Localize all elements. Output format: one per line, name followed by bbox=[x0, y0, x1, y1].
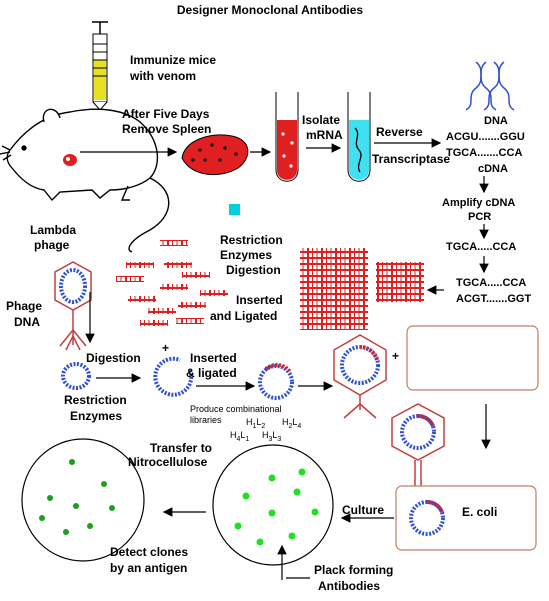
cdna-fragments-right bbox=[376, 262, 424, 302]
svg-text:H2L4: H2L4 bbox=[282, 417, 301, 430]
inserted-b-label-1: Inserted bbox=[190, 351, 237, 365]
lambda-phage-icon bbox=[54, 261, 92, 351]
restriction-b-label-2: Enzymes bbox=[70, 409, 122, 423]
restriction-label-2: Enzymes bbox=[220, 248, 272, 262]
transcriptase-label: Transcriptase bbox=[372, 152, 450, 166]
mouse-icon bbox=[0, 108, 170, 253]
plack-label-1: Plack forming bbox=[314, 563, 393, 577]
produce-label-2: libraries bbox=[190, 415, 222, 425]
culture-label: Culture bbox=[342, 503, 384, 517]
restriction-label-1: Restriction bbox=[220, 233, 283, 247]
cdna-label: cDNA bbox=[478, 163, 508, 175]
svg-text:H1L2: H1L2 bbox=[246, 417, 265, 430]
ds-seq-line-2: ACGT.......GGT bbox=[456, 293, 531, 305]
inserted-label-2: and Ligated bbox=[210, 309, 277, 323]
recombinant-plasmid-icon bbox=[258, 362, 294, 400]
amplify-label: Amplify cDNA bbox=[442, 197, 515, 209]
cdna-tube-icon bbox=[347, 92, 371, 182]
phage-dna-label-1: Phage bbox=[6, 299, 42, 313]
spleen-incision-icon bbox=[63, 154, 77, 166]
cdna-fragments-stack bbox=[300, 248, 368, 330]
immunize-label: Immunize mice bbox=[130, 53, 216, 67]
empty-culture-box bbox=[406, 325, 539, 391]
cyan-marker bbox=[229, 204, 240, 215]
transfer-label-1: Transfer to bbox=[150, 441, 212, 455]
rna-seq-line-2: TGCA.......CCA bbox=[446, 147, 522, 159]
diagram-title: Designer Monoclonal Antibodies bbox=[177, 3, 364, 17]
remove-spleen-label: Remove Spleen bbox=[122, 122, 211, 136]
dna-helix-icon bbox=[465, 61, 515, 111]
plaque-plate-icon bbox=[212, 444, 334, 566]
recombinant-phage-icon bbox=[333, 334, 387, 419]
plack-label-2: Antibodies bbox=[318, 579, 380, 593]
svg-text:H3L3: H3L3 bbox=[262, 430, 281, 443]
digestion-label: Digestion bbox=[86, 351, 141, 365]
phage-dna-label-2: DNA bbox=[14, 315, 40, 329]
svg-text:H4L1: H4L1 bbox=[230, 430, 249, 443]
isolate-label: Isolate bbox=[302, 113, 340, 127]
transfer-label-2: Nitrocellulose bbox=[128, 455, 208, 469]
restriction-label-3: Digestion bbox=[226, 263, 281, 277]
rna-seq-line-1: ACGU.......GGU bbox=[446, 131, 525, 143]
produce-label-1: Produce combinational bbox=[190, 404, 282, 414]
detect-label-2: by an antigen bbox=[110, 561, 187, 575]
inserted-label-1: Inserted bbox=[236, 293, 283, 307]
mrna-label: mRNA bbox=[306, 128, 343, 142]
dna-label: DNA bbox=[484, 115, 508, 127]
after-days-label: After Five Days bbox=[122, 107, 210, 121]
restriction-b-label-1: Restriction bbox=[64, 393, 127, 407]
ecoli-plasmid-icon bbox=[409, 499, 445, 536]
phage-label: phage bbox=[34, 238, 70, 252]
cut-vector-icon bbox=[153, 356, 194, 397]
spleen-icon bbox=[181, 134, 249, 176]
immunize-label-2: with venom bbox=[129, 69, 196, 83]
scattered-fragments bbox=[116, 240, 228, 326]
mrna-tube-icon bbox=[275, 92, 299, 182]
inserted-b-label-2: & ligated bbox=[186, 366, 237, 380]
detect-label-1: Detect clones bbox=[110, 545, 188, 559]
library-combinations: H1L2 H2L4 H4L1 H3L3 bbox=[230, 417, 301, 443]
plus-sign-1: + bbox=[162, 341, 169, 355]
lambda-label: Lambda bbox=[30, 223, 76, 237]
ds-seq-line-1: TGCA.....CCA bbox=[456, 277, 526, 289]
pcr-label: PCR bbox=[468, 211, 491, 223]
pcr-seq-line: TGCA.....CCA bbox=[446, 241, 516, 253]
nitrocellulose-plate-icon bbox=[21, 438, 145, 562]
phage-dna-ring bbox=[61, 362, 91, 390]
reverse-label: Reverse bbox=[376, 125, 423, 139]
ecoli-label: E. coli bbox=[462, 505, 497, 519]
infecting-phage-icon bbox=[391, 403, 445, 486]
plus-sign-2: + bbox=[392, 349, 399, 363]
